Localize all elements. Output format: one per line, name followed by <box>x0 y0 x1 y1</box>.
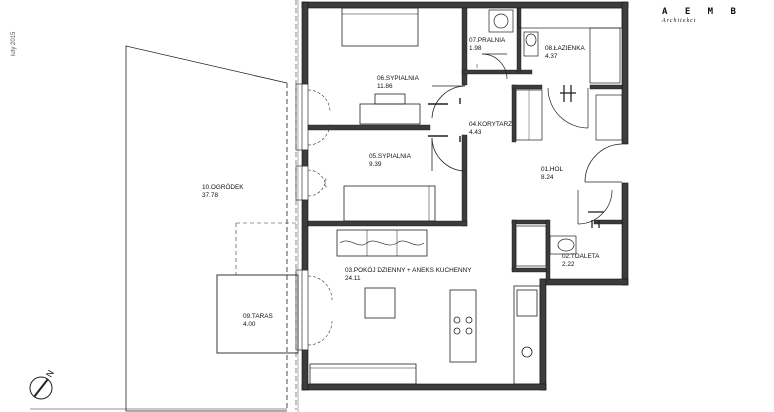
bathroom-fixtures <box>517 7 623 141</box>
room-label-pokoj: 03.POKÓJ DZIENNY + ANEKS KUCHENNY 24.11 <box>345 265 472 282</box>
room-name-hol: 01.HOL <box>541 166 563 173</box>
room-area-hol: 8.24 <box>541 174 554 181</box>
room-label-sypialnia-05: 05.SYPIALNIA 9.39 <box>369 153 412 168</box>
room-label-hol: 01.HOL 8.24 <box>541 166 563 181</box>
room-area-pralnia: 1.98 <box>469 45 482 52</box>
architect-logo: A E M B Architekci <box>662 7 742 35</box>
bedroom-doors <box>428 85 466 172</box>
room-label-lazienka: 08.ŁAZIENKA 4.37 <box>545 45 586 60</box>
room-name-sypialnia-06: 06.SYPIALNIA <box>377 75 420 82</box>
room-name-pralnia: 07.PRALNIA <box>469 37 506 44</box>
bed-room-06 <box>341 7 421 125</box>
window-frames <box>295 0 309 412</box>
room-area-toaleta: 2.22 <box>562 261 575 268</box>
terrace <box>216 222 299 354</box>
kitchen-island <box>449 285 541 385</box>
room-label-ogrodek: 10.OGRÓDEK 37.78 <box>202 182 244 199</box>
room-name-pokoj: 03.POKÓJ DZIENNY + ANEKS KUCHENNY <box>345 265 472 274</box>
room-area-ogrodek: 37.78 <box>202 192 218 199</box>
room-label-pralnia: 07.PRALNIA 1.98 <box>469 37 506 52</box>
room-area-korytarz: 4.43 <box>469 129 482 136</box>
logo-mark: A E M B <box>662 7 742 17</box>
room-label-korytarz: 04.KORYTARZ 4.43 <box>469 121 512 136</box>
toilet-fixtures <box>515 189 613 267</box>
garden-outline <box>30 45 288 412</box>
room-name-toaleta: 02.TOALETA <box>562 253 600 260</box>
room-name-korytarz: 04.KORYTARZ <box>469 121 512 128</box>
compass-icon <box>29 376 53 400</box>
room-area-sypialnia-05: 9.39 <box>369 161 382 168</box>
room-name-taras: 09.TARAS <box>243 313 273 320</box>
room-label-toaleta: 02.TOALETA 2.22 <box>562 253 600 268</box>
room-label-sypialnia-06: 06.SYPIALNIA 11.86 <box>377 75 420 90</box>
room-name-lazienka: 08.ŁAZIENKA <box>545 45 586 52</box>
room-area-lazienka: 4.37 <box>545 53 558 60</box>
living-furniture <box>309 229 428 385</box>
room-name-ogrodek: 10.OGRÓDEK <box>202 182 244 191</box>
room-name-sypialnia-05: 05.SYPIALNIA <box>369 153 412 160</box>
entrance-door <box>584 143 623 183</box>
room-label-taras: 09.TARAS 4.00 <box>243 313 273 328</box>
bed-room-05 <box>343 185 436 222</box>
interior-walls <box>307 7 623 281</box>
room-area-sypialnia-06: 11.86 <box>377 83 393 90</box>
corridor-wardrobe <box>515 89 543 141</box>
compass-letter: N <box>44 368 56 379</box>
room-area-pokoj: 24.11 <box>345 275 361 282</box>
logo-subtitle: Architekci <box>662 18 697 24</box>
room-area-taras: 4.00 <box>243 321 256 328</box>
laundry-fixtures <box>476 9 514 80</box>
